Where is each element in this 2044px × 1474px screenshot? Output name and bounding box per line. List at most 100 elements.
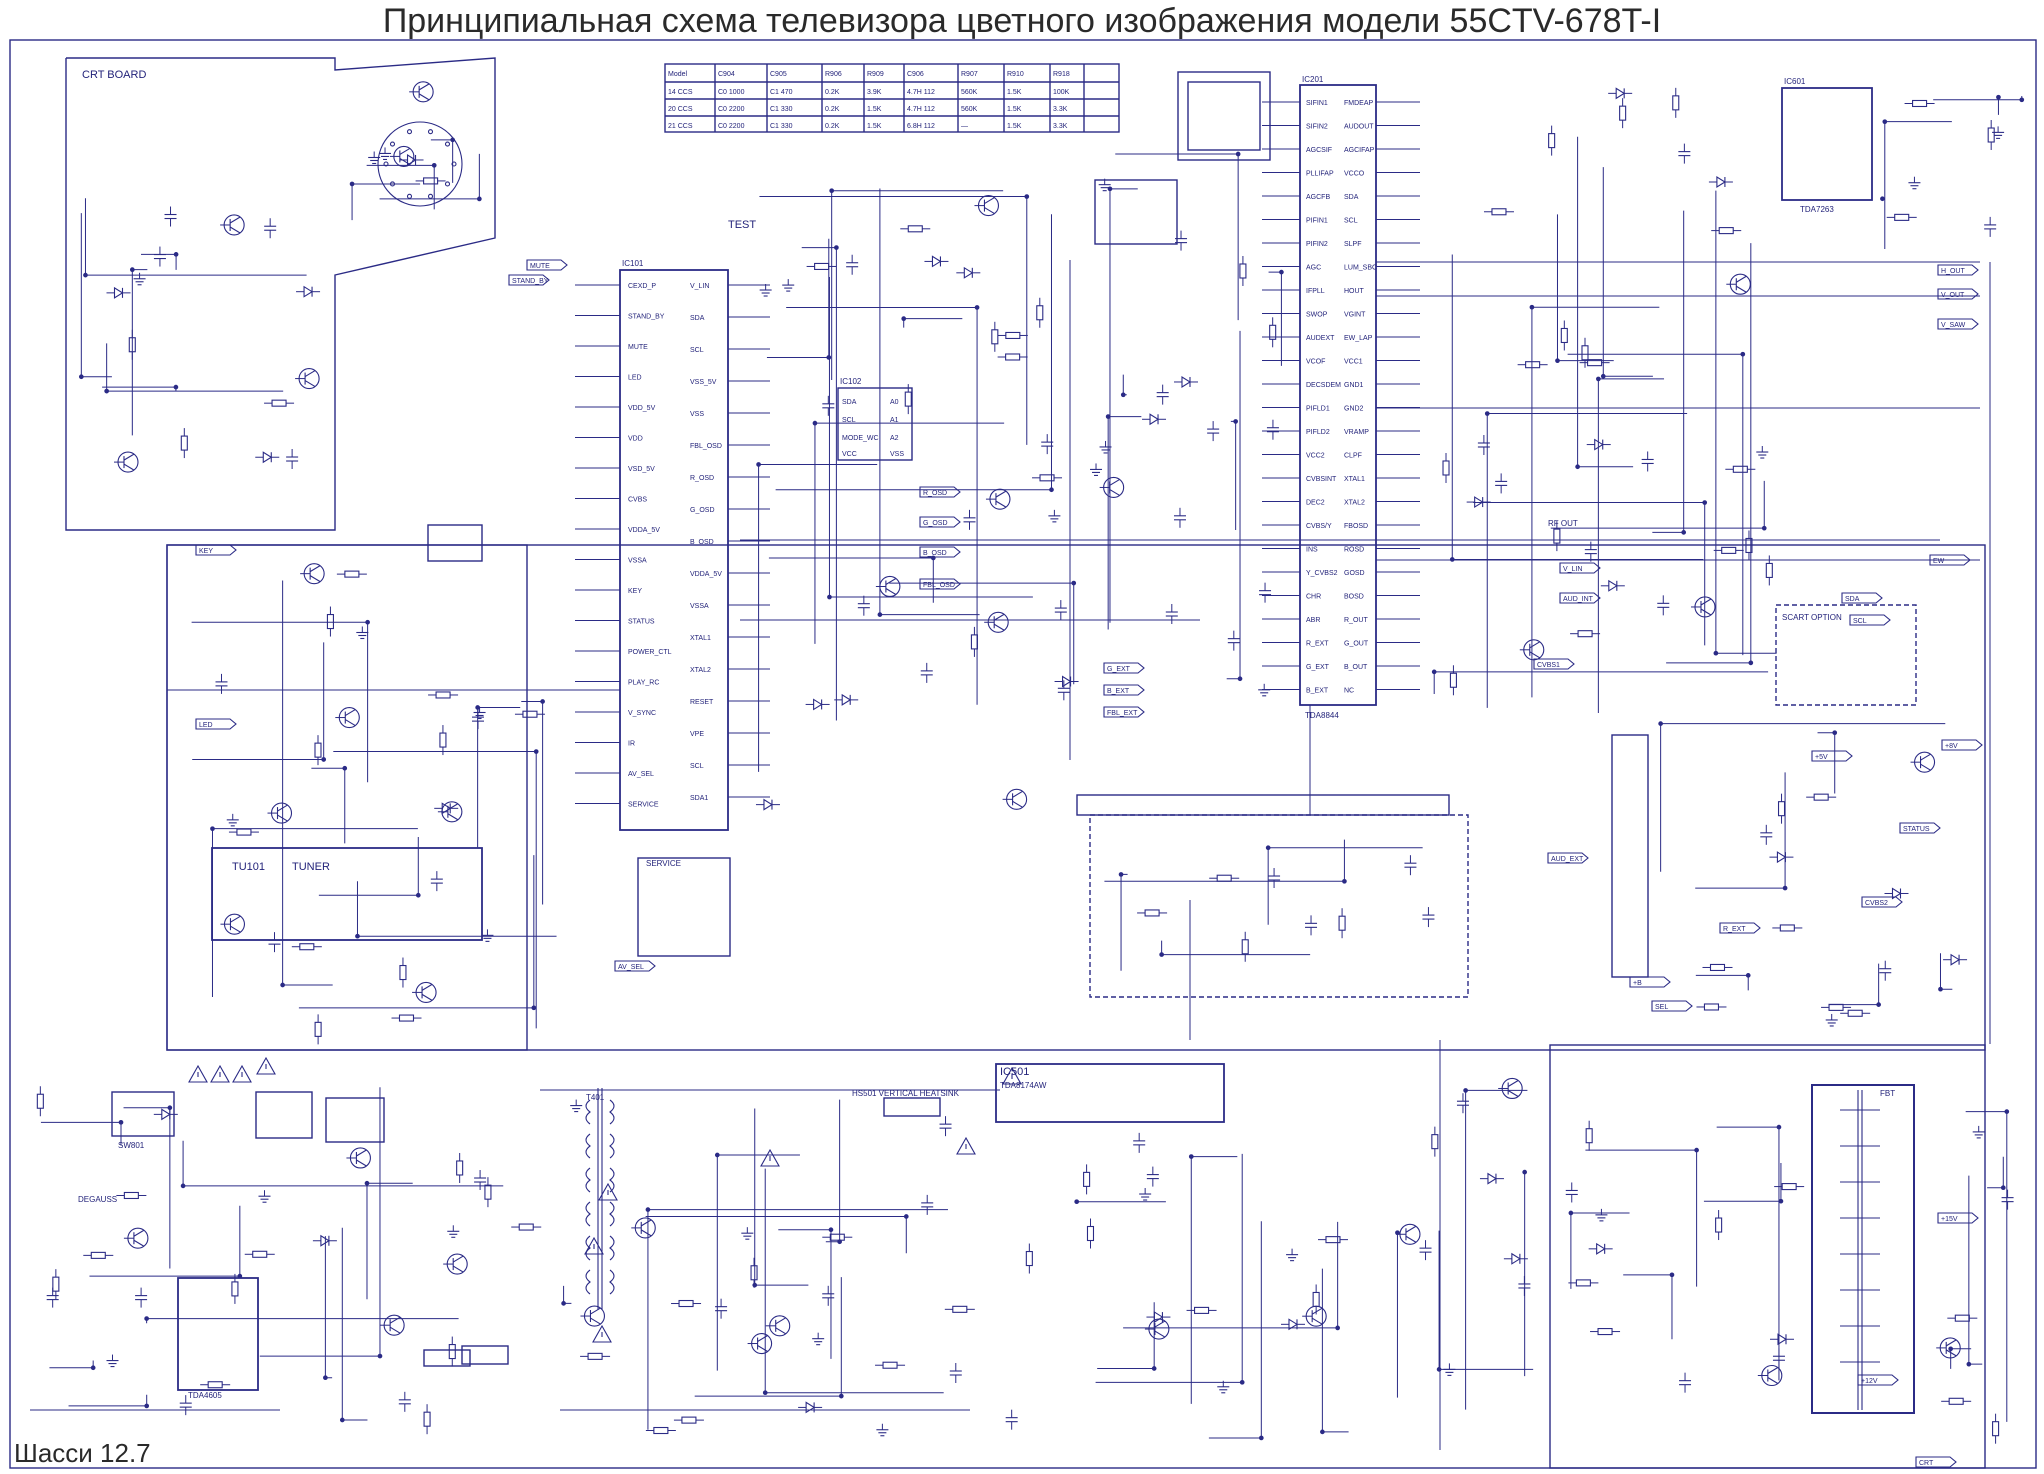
wire — [366, 164, 435, 210]
transistor — [583, 1305, 606, 1327]
junction-dot — [930, 555, 936, 561]
junction-dot — [1575, 464, 1580, 470]
main-ic-pin-label: SDA — [1344, 194, 1359, 201]
table-header-cell: R910 — [1007, 71, 1024, 78]
wire — [563, 1285, 572, 1304]
main-ic-pin-label: ABR — [1306, 617, 1320, 624]
ic501-part-label: TDA8174AW — [1000, 1081, 1047, 1090]
net-label: +5V — [1815, 754, 1828, 761]
junction-dot — [1436, 1367, 1442, 1372]
net-tag — [1849, 614, 1891, 626]
junction-dot — [1107, 186, 1113, 192]
transformer-winding — [609, 1133, 615, 1159]
net-label: CVBS1 — [1537, 662, 1560, 669]
table-cell: 4.7H 112 — [907, 89, 935, 96]
resistor — [252, 1250, 268, 1258]
table-cell: — — [961, 123, 968, 130]
transistor — [298, 368, 320, 390]
mcu-pin-label: V_LIN — [690, 283, 709, 290]
net-label: V_OUT — [1941, 292, 1965, 299]
junction-dot — [475, 705, 480, 710]
resistor — [1548, 133, 1556, 149]
wire — [211, 828, 418, 997]
diode — [805, 1401, 816, 1414]
main-ic-pin-label: ROSD — [1344, 547, 1364, 554]
resistor — [952, 1305, 968, 1313]
wire — [1817, 732, 1836, 794]
transistor — [223, 214, 245, 236]
table-cell: 3.3K — [1053, 106, 1068, 113]
warning-icon — [188, 1064, 208, 1083]
resistor — [128, 337, 136, 353]
junction-dot — [1782, 885, 1788, 891]
wire — [1623, 1274, 1673, 1340]
junction-dot — [173, 384, 179, 390]
net-tag — [1937, 288, 1979, 300]
transistor — [634, 1217, 656, 1239]
table-cell: 3.9K — [867, 89, 882, 96]
junction-dot — [1239, 1379, 1245, 1385]
table-cell: C1 330 — [770, 106, 793, 113]
main-ic-pin-label: FMDEAP — [1344, 100, 1374, 107]
mcu-pin-label: XTAL1 — [690, 635, 711, 642]
diode — [161, 1108, 171, 1121]
rf-out-label: RF OUT — [1548, 519, 1578, 528]
diode — [1062, 675, 1072, 688]
socket-pin — [444, 141, 451, 147]
net-tag — [1915, 1456, 1957, 1468]
junction-dot — [167, 1105, 173, 1111]
resistor — [1241, 939, 1249, 955]
transistor — [349, 1147, 371, 1169]
wire — [1226, 330, 1241, 680]
transistor — [977, 195, 1000, 217]
wire — [1715, 190, 1777, 654]
diode — [763, 798, 774, 811]
table-header-cell: C906 — [907, 71, 924, 78]
wire — [1556, 214, 1614, 362]
transistor — [1939, 1337, 1961, 1359]
main-ic-pin-label: CHR — [1306, 594, 1321, 601]
main-ic-pin-label: NC — [1344, 688, 1354, 695]
transistor — [1399, 1223, 1421, 1245]
resistor — [522, 710, 538, 718]
resistor — [1828, 1003, 1844, 1011]
diode — [1181, 375, 1192, 388]
main-ic-pin-label: G_EXT — [1306, 664, 1330, 671]
mcu-pin-label: VSSA — [690, 603, 709, 610]
eeprom-pin-label: VCC — [842, 451, 857, 458]
eeprom-pin-label: A1 — [890, 417, 899, 424]
wire — [694, 1277, 842, 1397]
junction-dot — [1233, 419, 1238, 424]
net-label: STAND_BY — [512, 278, 549, 285]
resistor — [231, 1281, 239, 1297]
transformer-winding — [585, 1269, 591, 1295]
mcu-pin-label: SDA1 — [690, 795, 708, 802]
net-label: CVBS2 — [1865, 900, 1888, 907]
transistor — [769, 1315, 791, 1337]
outer-frame — [9, 39, 2037, 1469]
net-label: G_EXT — [1107, 666, 1131, 673]
wire — [1652, 210, 1685, 533]
junction-dot — [118, 1119, 124, 1125]
net-label: STATUS — [1903, 826, 1930, 833]
mcu-pin-label: V_SYNC — [628, 710, 656, 717]
junction-dot — [1948, 1346, 1954, 1352]
resistor — [829, 1233, 845, 1241]
main-ic-pin-label: XTAL1 — [1344, 476, 1365, 483]
main-ic-pin-label: SWOP — [1306, 312, 1328, 319]
table-cell: C0 2200 — [718, 123, 745, 130]
fbt-label: FBT — [1880, 1089, 1895, 1098]
wire — [1695, 974, 1749, 991]
net-label: LED — [199, 722, 213, 729]
junction-dot — [364, 1180, 370, 1186]
junction-dot — [1761, 525, 1767, 531]
transistor — [1501, 1077, 1523, 1100]
transformer-winding — [609, 1235, 615, 1261]
junction-dot — [1188, 1154, 1194, 1159]
diode — [1487, 1172, 1498, 1185]
transistor — [415, 981, 437, 1003]
wire — [1321, 1268, 1349, 1433]
junction-dot — [1966, 1361, 1972, 1367]
eeprom-pin-label: VSS — [890, 451, 904, 458]
net-tag — [1937, 318, 1979, 330]
